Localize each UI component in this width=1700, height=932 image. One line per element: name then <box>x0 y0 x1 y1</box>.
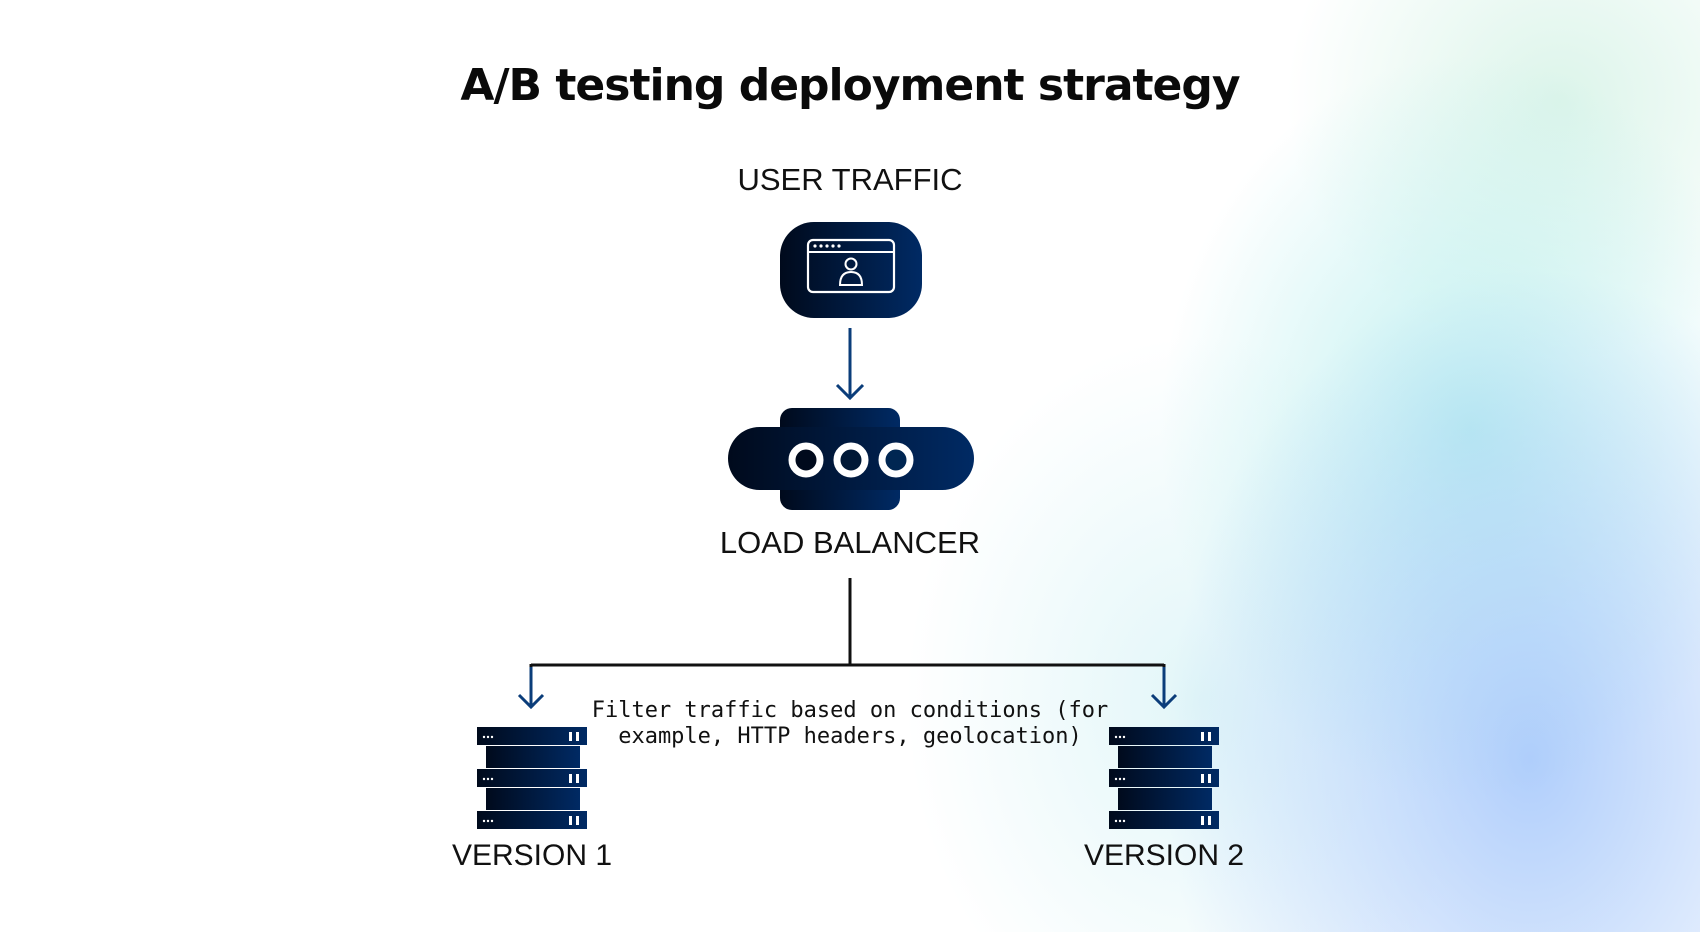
page-title: A/B testing deployment strategy <box>460 60 1240 111</box>
server-stack-icon <box>1109 727 1219 829</box>
filter-note: Filter traffic based on conditions (for … <box>591 698 1109 749</box>
server-stack-icon <box>477 727 587 829</box>
version-1-label: VERSION 1 <box>451 839 613 872</box>
arrow-to-version-2 <box>1150 667 1178 710</box>
browser-user-icon <box>780 222 922 318</box>
load-balancer-icon <box>728 408 974 510</box>
user-traffic-label: USER TRAFFIC <box>737 162 963 197</box>
arrow-to-version-1 <box>517 667 545 710</box>
branch-connector <box>529 578 1166 674</box>
arrow-user-to-lb <box>835 328 865 401</box>
load-balancer-label: LOAD BALANCER <box>719 525 981 560</box>
version-2-label: VERSION 2 <box>1083 839 1245 872</box>
